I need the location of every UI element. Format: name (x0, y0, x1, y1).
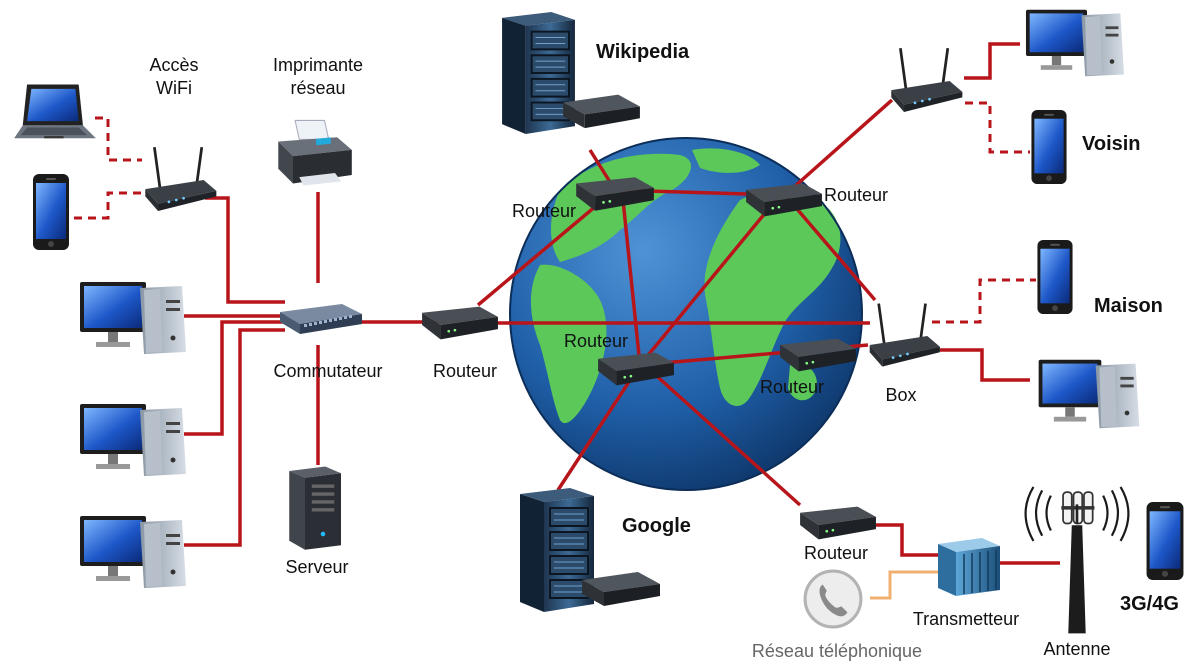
phone-icon (803, 569, 863, 629)
mobile-network-label: 3G/4G (1120, 593, 1179, 615)
server-label: Serveur (285, 557, 349, 577)
server-tower-icon (289, 466, 341, 550)
wifi-access-label-line1: Accès (149, 55, 199, 75)
smartphone-icon (1146, 502, 1184, 580)
router-globe-top-right-label: Routeur (823, 185, 889, 205)
neighbor-label: Voisin (1082, 133, 1141, 155)
laptop-icon (14, 84, 96, 139)
router-globe-right-label: Routeur (759, 377, 825, 397)
google-label: Google (622, 515, 691, 537)
router-icon (422, 306, 498, 340)
wireless-links (74, 101, 1036, 324)
network-printer-label-line2: réseau (290, 77, 346, 98)
transmitter-icon (937, 537, 1001, 597)
phone-network-label: Réseau téléphonique (751, 641, 923, 661)
desktop-computer-icon (80, 404, 186, 476)
network-switch-icon (280, 304, 362, 334)
smartphone-icon (1037, 239, 1073, 315)
antenna-label: Antenne (1043, 639, 1111, 659)
wifi-access-label-line2: WiFi (156, 77, 192, 98)
wifi-access-label: Accès WiFi (138, 54, 210, 99)
router-left-label: Routeur (432, 361, 498, 381)
desktop-computer-icon (1025, 9, 1125, 77)
server-rack-icon (519, 487, 661, 613)
router-globe-top-left-label: Routeur (511, 201, 577, 221)
router-globe-center-label: Routeur (563, 331, 629, 351)
smartphone-icon (1031, 109, 1067, 185)
wifi-router-icon (889, 46, 964, 114)
router-bottom-label: Routeur (803, 543, 869, 563)
transmitter-label: Transmetteur (912, 609, 1020, 629)
switch-label: Commutateur (273, 361, 383, 381)
wifi-router-icon (143, 145, 218, 213)
box-label: Box (885, 385, 917, 405)
server-rack-icon (501, 10, 641, 136)
desktop-computer-icon (1038, 359, 1140, 429)
phone-line-link (870, 570, 938, 600)
wikipedia-label: Wikipedia (596, 41, 690, 63)
smartphone-icon (33, 174, 69, 250)
network-printer-label-line1: Imprimante (272, 55, 364, 75)
wifi-router-icon (868, 302, 942, 368)
desktop-computer-icon (80, 282, 186, 354)
printer-icon (277, 119, 353, 187)
home-label: Maison (1094, 295, 1163, 317)
network-printer-label: Imprimante réseau (256, 54, 380, 99)
router-icon (800, 506, 876, 540)
globe-icon (509, 137, 863, 491)
antenna-icon (1024, 486, 1130, 635)
desktop-computer-icon (80, 516, 186, 588)
